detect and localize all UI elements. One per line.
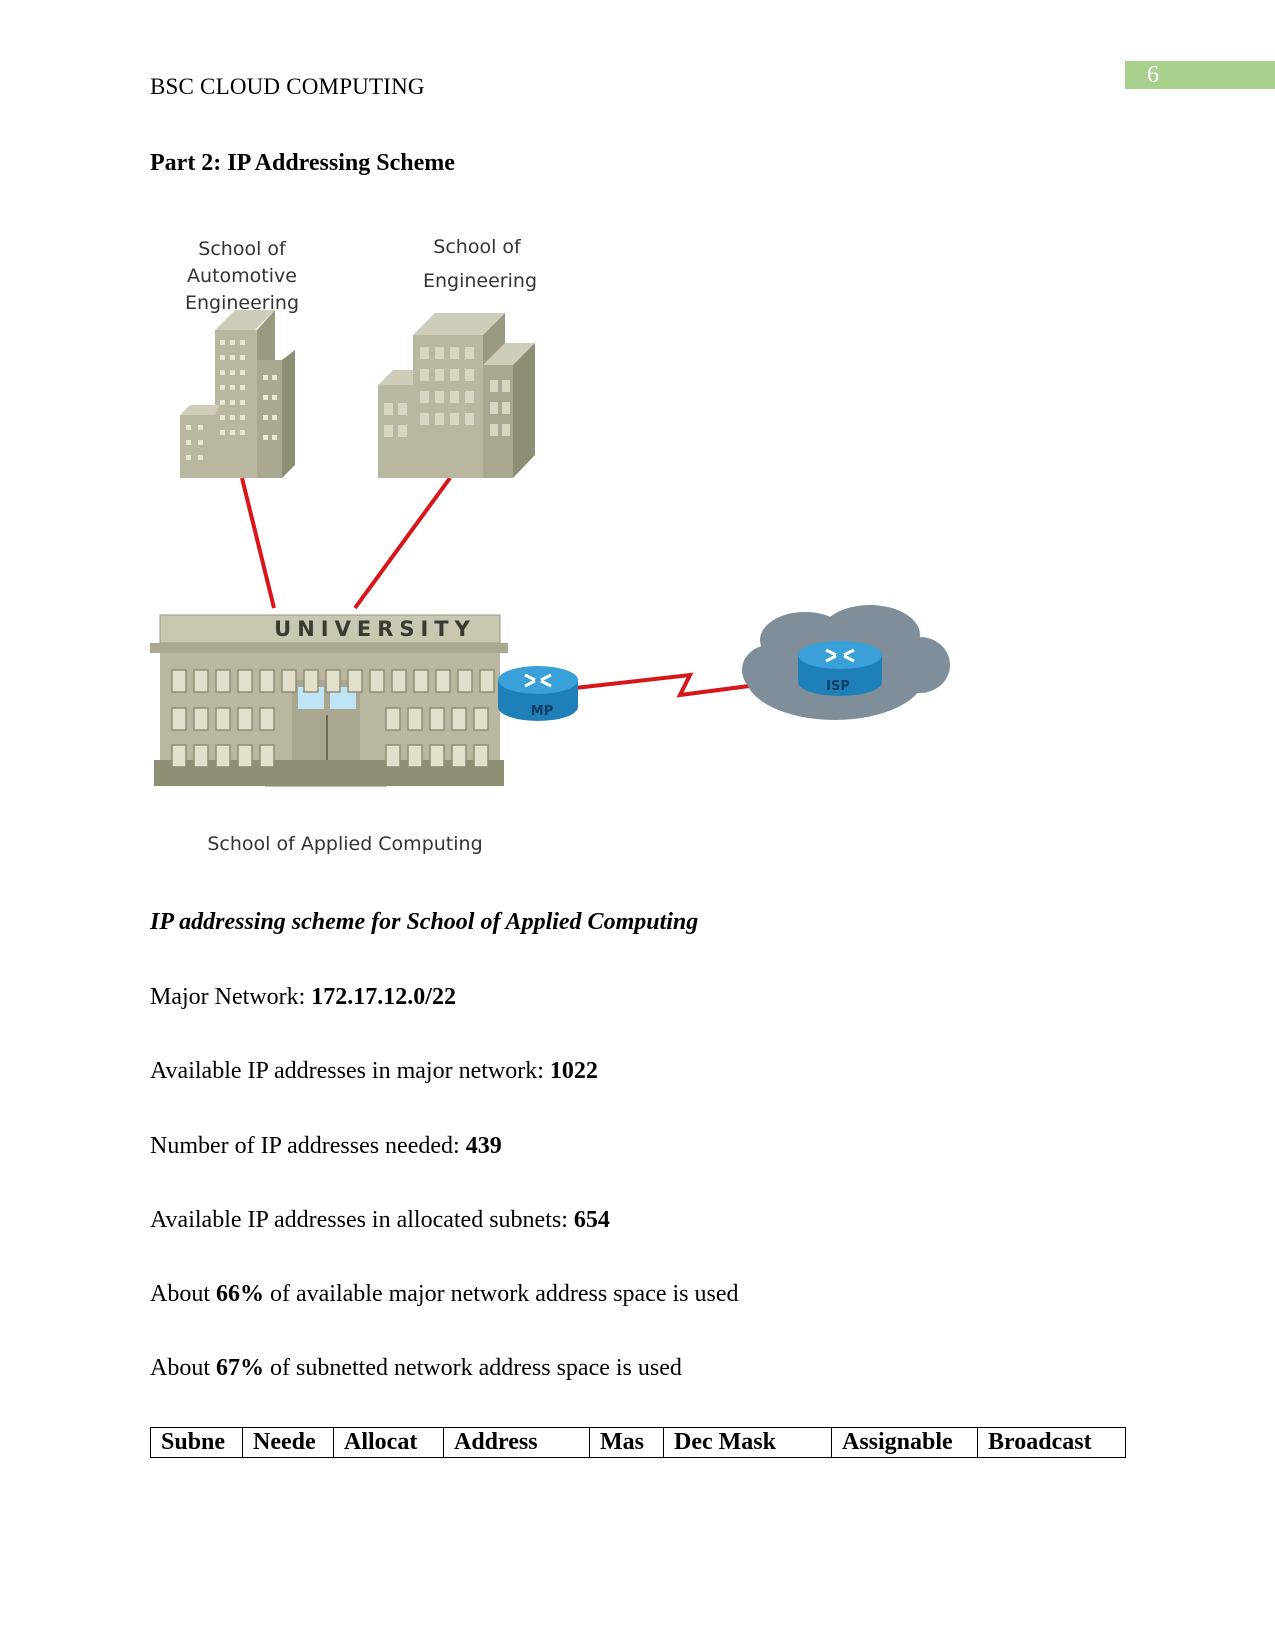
table-header-cell: Assignable — [831, 1427, 978, 1458]
table-header-row: Subne Neede Allocat Address Mas Dec Mask… — [150, 1427, 1126, 1458]
university-building-icon — [150, 614, 508, 787]
stat-available-major: Available IP addresses in major network:… — [150, 1058, 598, 1084]
router-mp-label: MP — [531, 704, 553, 719]
engineering-building-icon — [378, 313, 535, 478]
subnet-table: Subne Neede Allocat Address Mas Dec Mask… — [150, 1427, 1126, 1458]
mp-router-icon — [498, 666, 578, 721]
label-automotive-line2: Automotive — [187, 265, 297, 287]
stat-available-subnets: Available IP addresses in allocated subn… — [150, 1207, 610, 1233]
label-engineering-line2: Engineering — [423, 270, 537, 292]
router-isp-label: ISP — [826, 679, 850, 694]
table-header-cell: Subne — [150, 1427, 243, 1458]
link-automotive-university — [240, 477, 276, 609]
label-automotive-line3: Engineering — [185, 292, 299, 314]
table-header-cell: Neede — [242, 1427, 334, 1458]
link-mp-isp — [574, 672, 796, 698]
label-engineering-line1: School of — [433, 236, 522, 258]
table-header-cell: Address — [443, 1427, 590, 1458]
automotive-building-icon — [180, 310, 295, 478]
table-header-cell: Mas — [589, 1427, 664, 1458]
link-engineering-university — [353, 476, 452, 610]
section-heading: Part 2: IP Addressing Scheme — [150, 150, 455, 176]
stat-major-network: Major Network: 172.17.12.0/22 — [150, 984, 456, 1010]
stat-subnet-usage: About 67% of subnetted network address s… — [150, 1355, 682, 1381]
table-header-cell: Dec Mask — [663, 1427, 832, 1458]
label-applied-computing: School of Applied Computing — [207, 833, 482, 855]
subheading: IP addressing scheme for School of Appli… — [150, 909, 699, 935]
stat-needed: Number of IP addresses needed: 439 — [150, 1133, 502, 1159]
stat-major-usage: About 66% of available major network add… — [150, 1281, 739, 1307]
running-header: BSC CLOUD COMPUTING — [150, 74, 425, 99]
university-sign: UNIVERSITY — [274, 617, 476, 641]
table-header-cell: Broadcast — [977, 1427, 1126, 1458]
isp-router-icon — [798, 641, 882, 696]
network-diagram: School of Automotive Engineering School … — [150, 236, 950, 855]
label-automotive-line1: School of — [198, 238, 287, 260]
page-number-badge: 6 — [1125, 61, 1275, 89]
table-header-cell: Allocat — [333, 1427, 444, 1458]
